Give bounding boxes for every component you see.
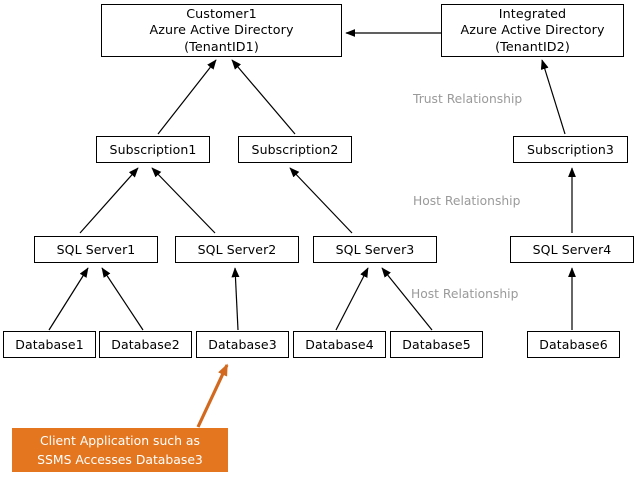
node-database1[interactable]: Database1 [3, 331, 96, 358]
label-trust-relationship: Trust Relationship [413, 92, 523, 106]
subscription3-label: Subscription3 [527, 141, 614, 157]
node-subscription3[interactable]: Subscription3 [513, 136, 628, 163]
edge-subscription3-integrated [540, 59, 566, 135]
integrated-aad-line-3: (TenantID2) [495, 38, 570, 54]
edge-database2-sqlserver1 [101, 267, 144, 331]
database3-label: Database3 [208, 336, 277, 352]
sql-server2-label: SQL Server2 [197, 241, 277, 257]
node-database4[interactable]: Database4 [293, 331, 386, 358]
callout-line-1: Client Application such as [40, 433, 200, 448]
node-sql-server2[interactable]: SQL Server2 [175, 236, 299, 263]
integrated-aad-line-1: Integrated [498, 5, 567, 21]
node-database6[interactable]: Database6 [527, 331, 620, 358]
database1-label: Database1 [15, 336, 84, 352]
edge-database4-sqlserver3 [335, 267, 369, 331]
sql-server4-label: SQL Server4 [532, 241, 612, 257]
edge-sqlserver2-subscription1 [151, 167, 216, 234]
subscription2-label: Subscription2 [251, 141, 339, 157]
database2-label: Database2 [111, 336, 180, 352]
node-subscription1[interactable]: Subscription1 [96, 136, 210, 163]
database5-label: Database5 [402, 336, 471, 352]
callout-client-application[interactable]: Client Application such as SSMS Accesses… [12, 428, 228, 472]
callout-line-2: SSMS Accesses Database3 [37, 452, 203, 467]
node-database2[interactable]: Database2 [99, 331, 192, 358]
edge-subscription1-customer1 [157, 59, 217, 135]
database4-label: Database4 [305, 336, 374, 352]
edge-database1-sqlserver1 [48, 267, 89, 331]
node-customer1-aad[interactable]: Customer1 Azure Active Directory (Tenant… [101, 4, 342, 57]
sql-server1-label: SQL Server1 [56, 241, 136, 257]
integrated-aad-line-2: Azure Active Directory [460, 22, 605, 38]
node-database5[interactable]: Database5 [390, 331, 483, 358]
node-sql-server3[interactable]: SQL Server3 [313, 236, 437, 263]
node-database3[interactable]: Database3 [196, 331, 289, 358]
customer1-aad-line-3: (TenantID1) [184, 38, 259, 54]
label-host-relationship-upper: Host Relationship [413, 194, 521, 208]
edge-subscription2-customer1 [231, 59, 296, 135]
sql-server3-label: SQL Server3 [335, 241, 415, 257]
edge-callout-database3 [196, 363, 229, 428]
node-subscription2[interactable]: Subscription2 [238, 136, 352, 163]
label-host-relationship-lower: Host Relationship [411, 287, 519, 301]
database6-label: Database6 [539, 336, 608, 352]
node-sql-server1[interactable]: SQL Server1 [34, 236, 158, 263]
node-sql-server4[interactable]: SQL Server4 [510, 236, 634, 263]
subscription1-label: Subscription1 [109, 141, 197, 157]
node-integrated-aad[interactable]: Integrated Azure Active Directory (Tenan… [441, 4, 624, 57]
edge-sqlserver3-subscription2 [289, 167, 353, 234]
edge-sqlserver1-subscription1 [79, 167, 139, 234]
customer1-aad-line-2: Azure Active Directory [149, 22, 294, 38]
customer1-aad-line-1: Customer1 [186, 5, 257, 21]
edge-database3-sqlserver2 [231, 267, 240, 331]
